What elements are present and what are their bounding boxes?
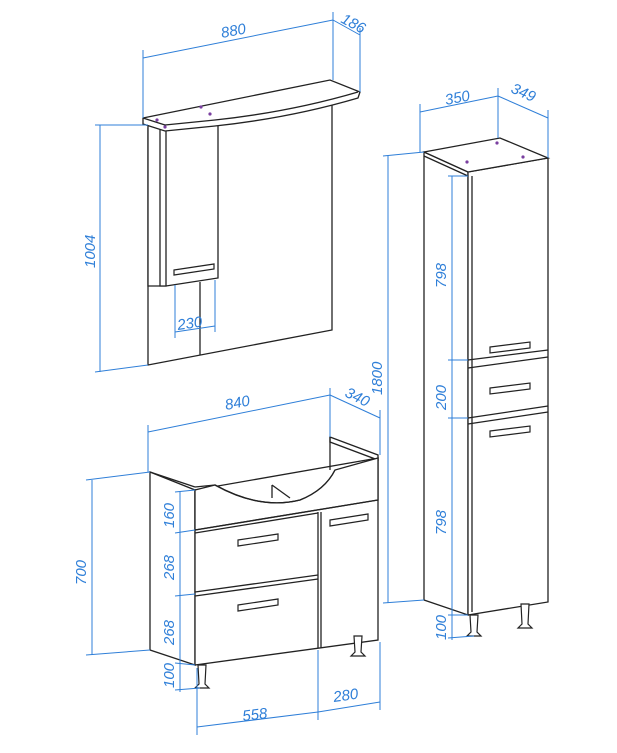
vanity-unit (149, 436, 379, 689)
vanity-door-width-label: 280 (331, 686, 360, 707)
pencil-case-dimensions (382, 88, 549, 640)
vanity-dimensions (85, 388, 381, 735)
mirror-depth-label: 186 (338, 11, 369, 38)
mirror-cabinet-width-label: 230 (175, 314, 204, 335)
vanity-drawer-width-label: 558 (241, 705, 269, 725)
vanity-legs-label: 100 (161, 662, 178, 688)
mirror-dimensions (94, 12, 361, 373)
pencil-case-height-label: 1800 (369, 361, 386, 395)
mirror-handle (173, 263, 215, 276)
pencil-case-width-label: 350 (444, 87, 472, 109)
vanity-width-label: 840 (224, 392, 252, 414)
vanity-top-label: 160 (161, 502, 178, 528)
mirror-width-label: 880 (220, 20, 248, 42)
mirror-height-label: 1004 (82, 235, 99, 268)
mirror-cabinet (142, 79, 361, 366)
pencil-case-top-label: 798 (433, 262, 450, 288)
pencil-case-legs-label: 100 (433, 614, 450, 640)
vanity-drawer2-label: 268 (161, 619, 178, 646)
pencil-case-bottom-label: 798 (433, 509, 450, 535)
vanity-drawer1-label: 268 (161, 554, 178, 581)
pencil-case-cabinet (421, 137, 551, 637)
vanity-height-label: 700 (73, 559, 90, 585)
pencil-case-drawer-label: 200 (433, 384, 450, 411)
